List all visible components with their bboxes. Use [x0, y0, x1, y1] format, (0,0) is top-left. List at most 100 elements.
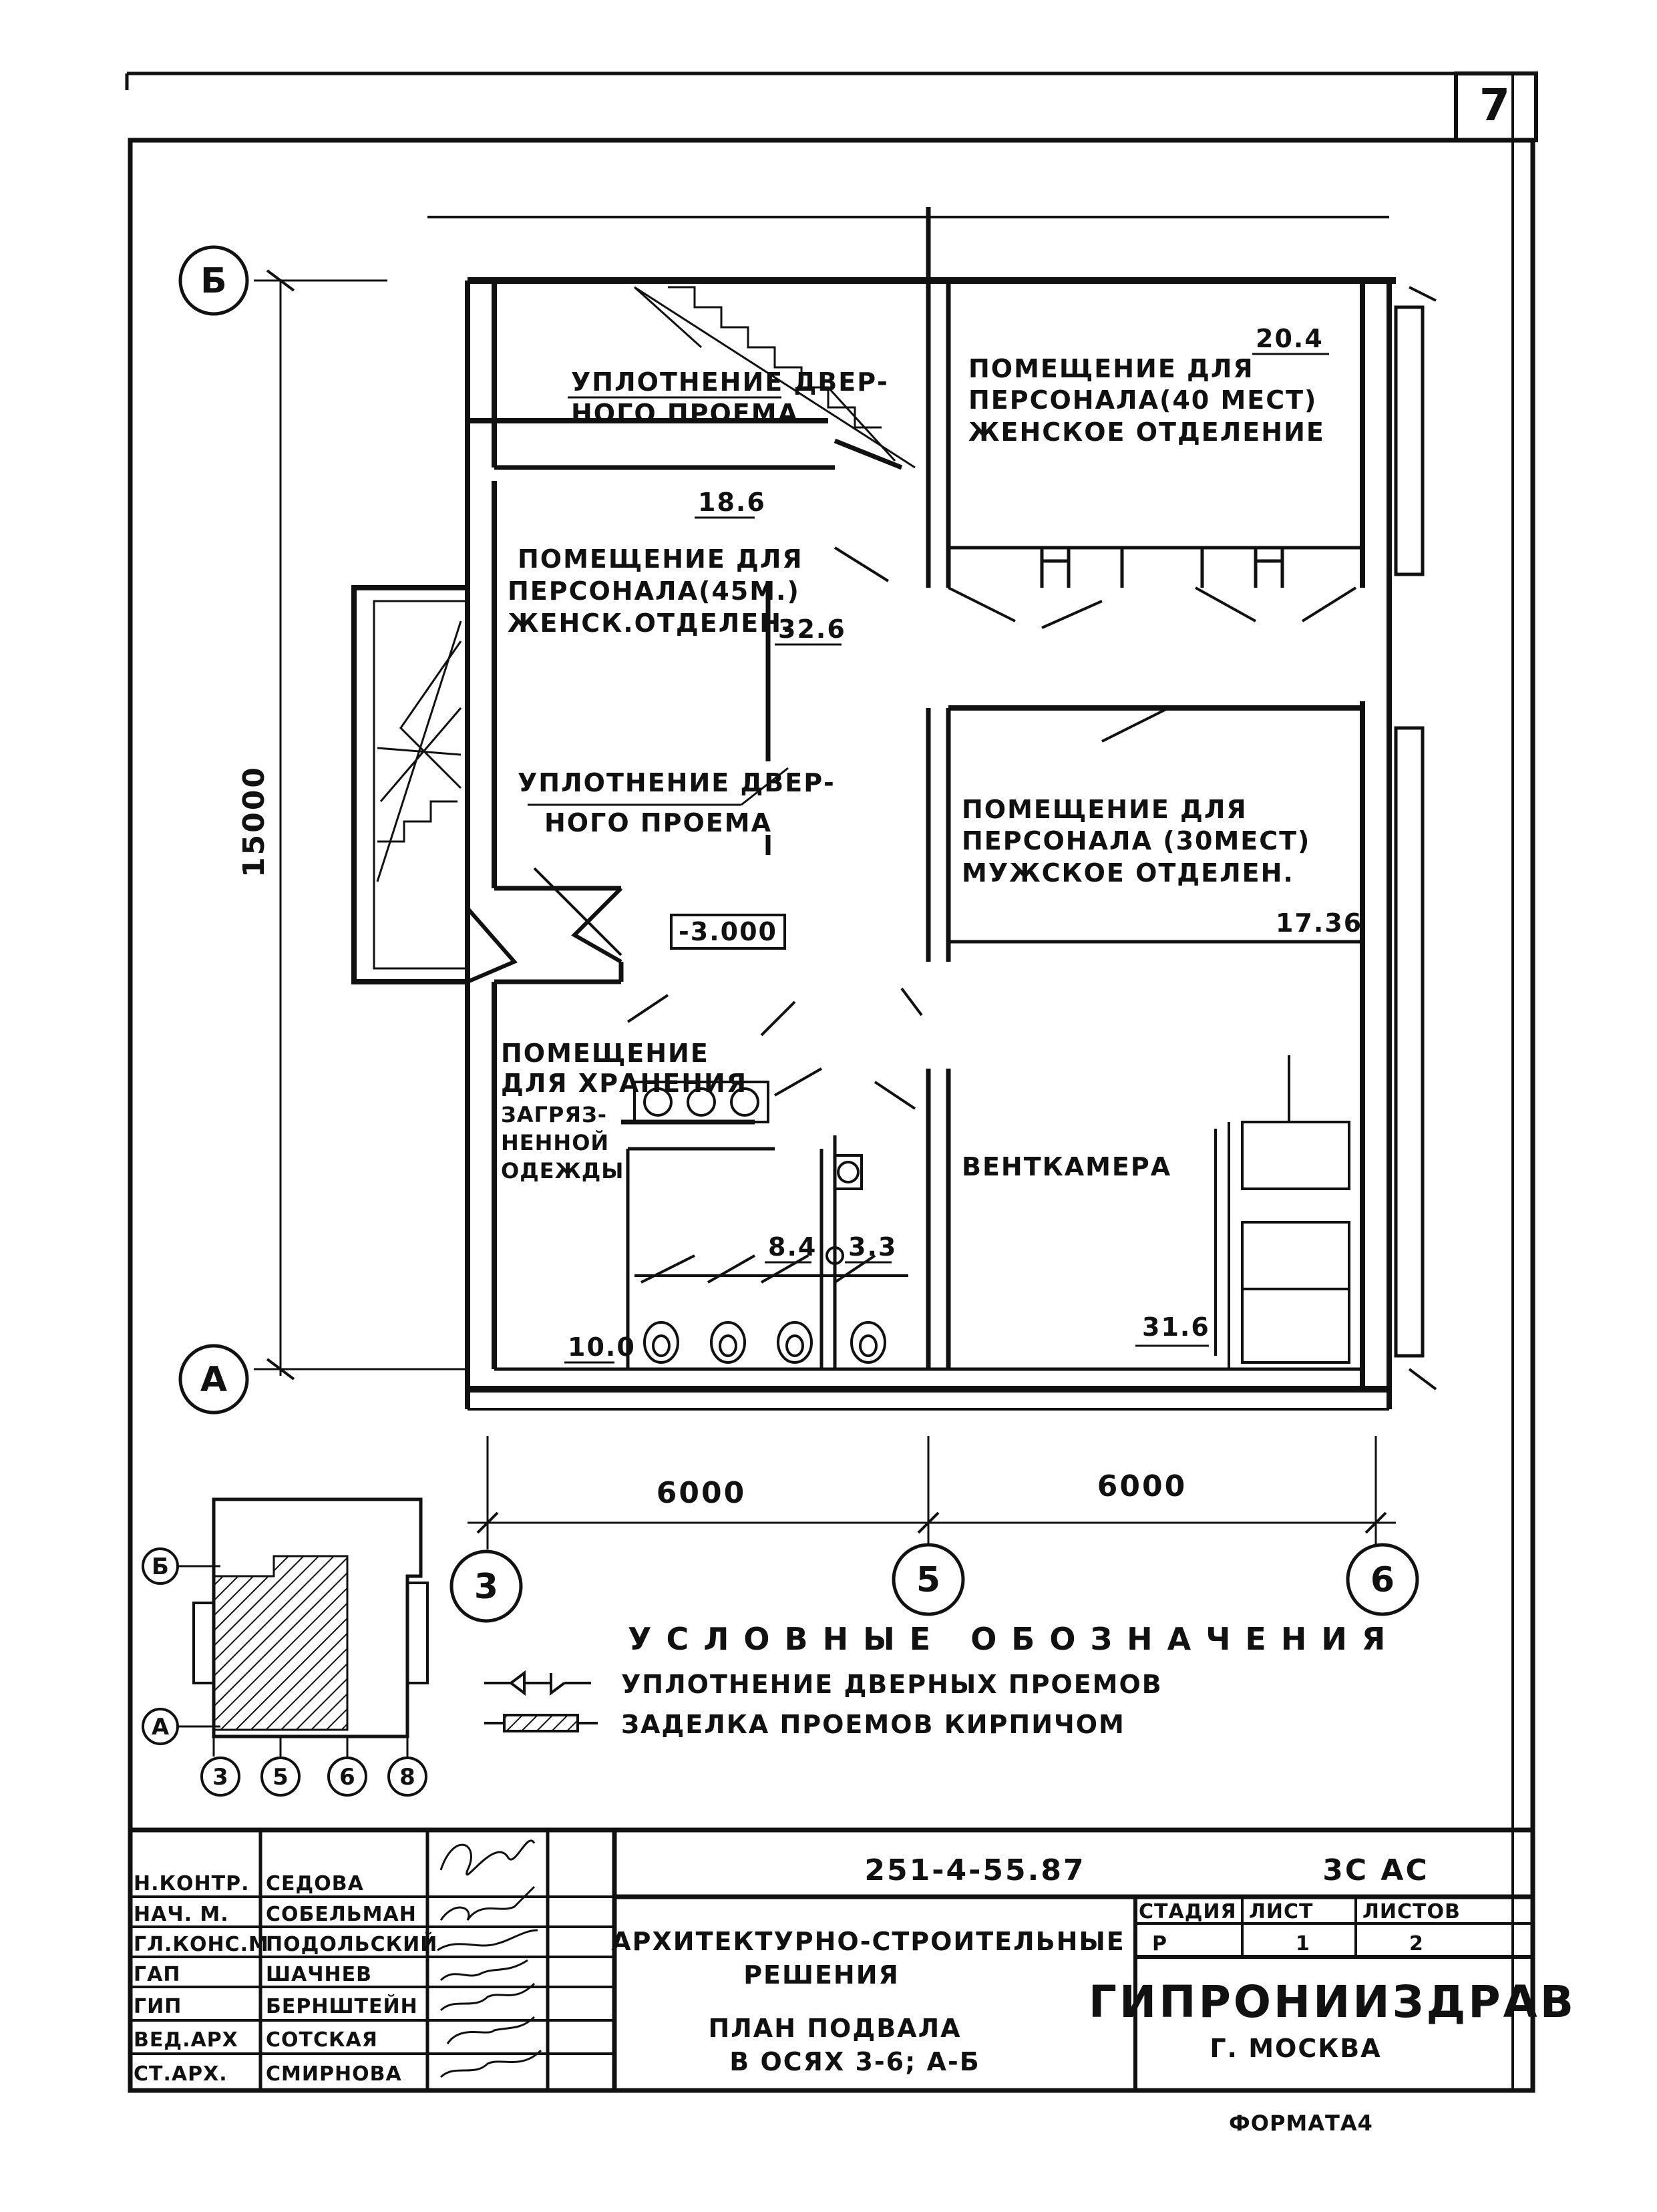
- name-1: СЕДОВА: [266, 1872, 364, 1895]
- doc-mark: 3С АС: [1322, 1853, 1429, 1887]
- dimension-vertical: 15000: [237, 765, 271, 878]
- level-mark-value: -3.000: [679, 917, 777, 946]
- axis-label-col-left: 3: [474, 1567, 498, 1607]
- room-women45: 18.6 ПОМЕЩЕНИЕ ДЛЯ ПЕРСОНАЛА(45М.) ЖЕНСК…: [508, 488, 803, 638]
- mid-door-line1: УПЛОТНЕНИЕ ДВЕР-: [518, 768, 836, 797]
- doc-code: 251-4-55.87: [864, 1853, 1085, 1887]
- women45-line2: ПЕРСОНАЛА(45М.): [508, 576, 800, 606]
- sheet-value: 1: [1296, 1932, 1310, 1956]
- stage-header: СТАДИЯ: [1139, 1900, 1237, 1923]
- women40-line2: ПЕРСОНАЛА(40 МЕСТ): [968, 385, 1317, 415]
- legend: УСЛОВНЫЕ ОБОЗНАЧЕНИЯ УПЛОТНЕНИЕ ДВЕРНЫХ …: [484, 1621, 1400, 1739]
- storage-area: 10.0: [568, 1332, 636, 1362]
- vent-area: 31.6: [1142, 1312, 1210, 1342]
- men30-line2: ПЕРСОНАЛА (30МЕСТ): [962, 826, 1310, 856]
- legend-brick-symbol: [484, 1714, 598, 1732]
- storage-line3: ЗАГРЯЗ-: [501, 1102, 607, 1127]
- drawing-line-2: В ОСЯХ 3-6; А-Б: [729, 2047, 980, 2076]
- name-6: СОТСКАЯ: [266, 2028, 378, 2052]
- format-note: ФОРМАТА4: [1229, 2110, 1373, 2136]
- legend-item-2: ЗАДЕЛКА ПРОЕМОВ КИРПИЧОМ: [621, 1710, 1125, 1739]
- men30-line1: ПОМЕЩЕНИЕ ДЛЯ: [962, 795, 1248, 824]
- key-plan-row-top: Б: [152, 1553, 169, 1580]
- axis-markers: [178, 245, 1419, 1623]
- stair-door-line1: УПЛОТНЕНИЕ ДВЕР-: [571, 367, 889, 397]
- storage-line2: ДЛЯ ХРАНЕНИЯ: [501, 1069, 747, 1098]
- women45-area: 18.6: [698, 488, 766, 517]
- storage-line4: НЕННОЙ: [501, 1130, 609, 1155]
- legend-title: УСЛОВНЫЕ ОБОЗНАЧЕНИЯ: [628, 1621, 1400, 1657]
- drawing-line-1: ПЛАН ПОДВАЛА: [708, 2014, 961, 2043]
- room-vent: ВЕНТКАМЕРА 31.6: [962, 1152, 1210, 1347]
- door-swings: [466, 546, 1357, 1284]
- axis-label-col-mid: 5: [916, 1560, 940, 1600]
- axis-label-col-right: 6: [1370, 1560, 1395, 1600]
- org-city: Г. МОСКВА: [1210, 2034, 1381, 2063]
- dimension-span-left: 6000: [657, 1476, 746, 1510]
- role-2: НАЧ. М.: [134, 1903, 229, 1926]
- stair-door-line2: НОГО ПРОЕМА: [571, 399, 799, 428]
- wc-area-2: 3.3: [848, 1232, 897, 1262]
- dimension-span-right: 6000: [1097, 1469, 1187, 1503]
- org-name: ГИПРОНИИЗДРАВ: [1089, 1976, 1576, 2028]
- room-storage: ПОМЕЩЕНИЕ ДЛЯ ХРАНЕНИЯ ЗАГРЯЗ- НЕННОЙ ОД…: [501, 1039, 747, 1364]
- left-stair-annex: [351, 585, 470, 984]
- key-plan-col-3: 6: [339, 1764, 355, 1791]
- building-walls: [427, 216, 1396, 1411]
- vent-label: ВЕНТКАМЕРА: [962, 1152, 1171, 1181]
- women45-line3: ЖЕНСК.ОТДЕЛЕН.: [508, 608, 793, 638]
- role-1: Н.КОНТР.: [134, 1872, 249, 1895]
- sheets-header: ЛИСТОВ: [1362, 1900, 1461, 1923]
- sheet-frame: [125, 71, 1538, 2093]
- role-6: ВЕД.АРХ: [134, 2028, 238, 2052]
- legend-door-seal-symbol: [484, 1670, 591, 1696]
- level-mark: -3.000: [670, 914, 786, 950]
- women40-line3: ЖЕНСКОЕ ОТДЕЛЕНИЕ: [968, 417, 1325, 447]
- women40-area: 20.4: [1256, 324, 1324, 353]
- men30-line3: МУЖСКОЕ ОТДЕЛЕН.: [962, 858, 1294, 888]
- title-block: [130, 1827, 1533, 2090]
- role-4: ГАП: [134, 1963, 180, 1986]
- name-5: БЕРНШТЕЙН: [266, 1994, 418, 2018]
- role-3: ГЛ.КОНС.М: [134, 1933, 269, 1956]
- subject-line-2: РЕШЕНИЯ: [743, 1960, 900, 1990]
- men30-area: 17.36: [1276, 908, 1362, 938]
- women40-line1: ПОМЕЩЕНИЕ ДЛЯ: [968, 354, 1254, 383]
- room-women40: 20.4 ПОМЕЩЕНИЕ ДЛЯ ПЕРСОНАЛА(40 МЕСТ) ЖЕ…: [968, 324, 1329, 447]
- name-2: СОБЕЛЬМАН: [266, 1903, 417, 1926]
- cabins: [946, 548, 1284, 588]
- sheets-value: 2: [1409, 1932, 1424, 1956]
- key-plan-col-1: 3: [212, 1764, 228, 1791]
- sheet-header: ЛИСТ: [1249, 1900, 1314, 1923]
- room-mid-door: УПЛОТНЕНИЕ ДВЕР- НОГО ПРОЕМА: [518, 767, 836, 838]
- legend-item-1: УПЛОТНЕНИЕ ДВЕРНЫХ ПРОЕМОВ: [621, 1670, 1163, 1699]
- name-7: СМИРНОВА: [266, 2062, 402, 2086]
- room-stair-door: УПЛОТНЕНИЕ ДВЕР- НОГО ПРОЕМА: [568, 367, 896, 462]
- sheet-number: 7: [1479, 79, 1513, 131]
- top-stair: [468, 286, 916, 469]
- axis-lines: [254, 269, 1396, 1549]
- role-5: ГИП: [134, 1995, 182, 2018]
- vent-equipment: [1214, 1055, 1350, 1369]
- key-plan-col-4: 8: [399, 1764, 415, 1791]
- key-plan-col-2: 5: [272, 1764, 289, 1791]
- role-7: СТ.АРХ.: [134, 2062, 228, 2086]
- people-table: Н.КОНТР. СЕДОВА НАЧ. М. СОБЕЛЬМАН ГЛ.КОН…: [134, 1872, 437, 2086]
- name-4: ШАЧНЕВ: [266, 1963, 372, 1986]
- wc-area-1: 8.4: [768, 1232, 817, 1262]
- women45-line1: ПОМЕЩЕНИЕ ДЛЯ: [518, 544, 803, 574]
- storage-line5: ОДЕЖДЫ: [501, 1158, 624, 1183]
- key-plan: [142, 1497, 429, 1797]
- storage-line1: ПОМЕЩЕНИЕ: [501, 1039, 709, 1068]
- signatures: [437, 1839, 542, 2078]
- stage-value: Р: [1152, 1932, 1167, 1956]
- subject-line-1: АРХИТЕКТУРНО-СТРОИТЕЛЬНЫЕ: [611, 1927, 1125, 1956]
- axis-label-row-bottom: А: [200, 1360, 227, 1400]
- room-men30: ПОМЕЩЕНИЕ ДЛЯ ПЕРСОНАЛА (30МЕСТ) МУЖСКОЕ…: [962, 795, 1362, 938]
- plumbing-fixtures: [633, 1081, 886, 1364]
- axis-label-row-top: Б: [200, 261, 227, 301]
- right-external: [1394, 286, 1437, 1391]
- corridor-area: 32.6: [778, 614, 846, 644]
